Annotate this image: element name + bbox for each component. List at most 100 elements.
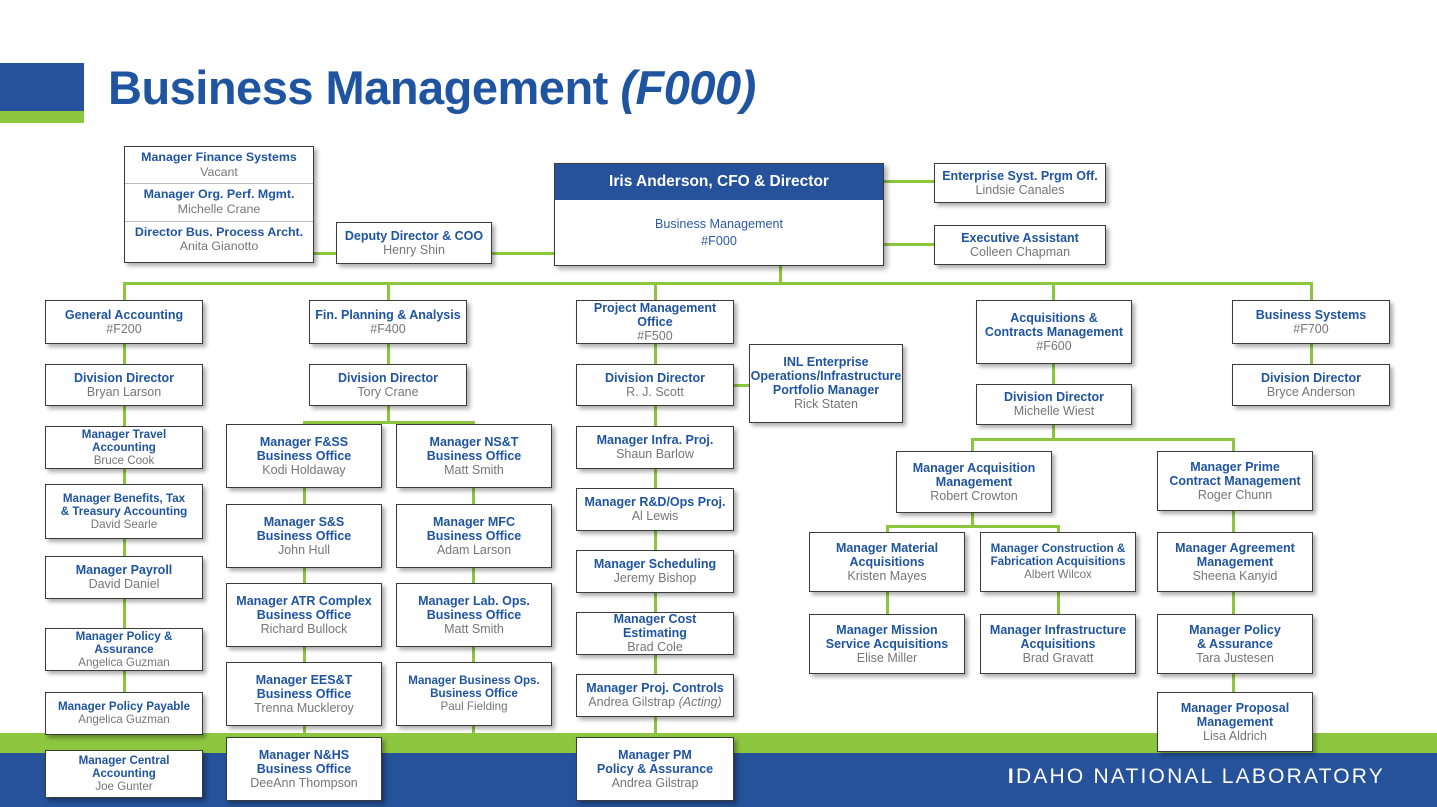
division-head-fin-planning-analysis[interactable]: Fin. Planning & Analysis #F400 <box>309 300 467 344</box>
box-title: Manager Payroll <box>75 563 173 578</box>
manager-rd-ops-proj-box[interactable]: Manager R&D/Ops Proj. Al Lewis <box>576 488 734 531</box>
box-title: Manager Infrastructure Acquisitions <box>989 622 1127 651</box>
manager-nhs-business-office-box[interactable]: Manager N&HS Business Office DeeAnn Thom… <box>226 737 382 801</box>
box-title: Manager Construction & Fabrication Acqui… <box>990 542 1126 569</box>
executive-assistant-box[interactable]: Executive Assistant Colleen Chapman <box>934 225 1106 265</box>
division-head-general-accounting[interactable]: General Accounting #F200 <box>45 300 203 344</box>
box-name-text: Andrea Gilstrap <box>588 695 676 710</box>
enterprise-syst-prgm-off-box[interactable]: Enterprise Syst. Prgm Off. Lindsie Canal… <box>934 163 1106 203</box>
stack-title: Manager Finance Systems <box>141 150 297 164</box>
manager-policy-assurance-ga-box[interactable]: Manager Policy & Assurance Angelica Guzm… <box>45 628 203 671</box>
finance-systems-group-box[interactable]: Manager Finance Systems Vacant Manager O… <box>124 146 314 263</box>
manager-cost-estimating-box[interactable]: Manager Cost Estimating Brad Cole <box>576 612 734 655</box>
connector-f600-dir-down <box>1052 424 1055 441</box>
connector-f700-chain <box>1310 344 1313 366</box>
division-head-project-management-office[interactable]: Project Management Office #F500 <box>576 300 734 344</box>
connector-root-deputy <box>489 252 555 255</box>
division-head-business-systems[interactable]: Business Systems #F700 <box>1232 300 1390 344</box>
inl-logo-rest: DAHO NATIONAL LABORATORY <box>1015 765 1385 788</box>
connector-acq-left-chain <box>886 590 889 616</box>
box-name: David Daniel <box>88 577 160 592</box>
page-title-main: Business Management <box>108 61 608 114</box>
manager-eest-business-office-box[interactable]: Manager EES&T Business Office Trenna Muc… <box>226 662 382 726</box>
deputy-director-box[interactable]: Deputy Director & COO Henry Shin <box>336 222 492 264</box>
connector-f400-head-dir <box>387 344 390 366</box>
manager-atr-complex-business-office-box[interactable]: Manager ATR Complex Business Office Rich… <box>226 583 382 647</box>
box-title: Manager Acquisition Management <box>912 460 1036 489</box>
manager-lab-ops-business-office-box[interactable]: Manager Lab. Ops. Business Office Matt S… <box>396 583 552 647</box>
manager-proj-controls-box[interactable]: Manager Proj. Controls Andrea Gilstrap (… <box>576 674 734 717</box>
root-box-business-management[interactable]: Iris Anderson, CFO & Director Business M… <box>554 163 884 266</box>
box-name: Brad Cole <box>627 640 683 655</box>
stack-title: Manager Org. Perf. Mgmt. <box>143 187 295 202</box>
box-name: Roger Chunn <box>1197 487 1273 502</box>
manager-construction-fabrication-acquisitions-box[interactable]: Manager Construction & Fabrication Acqui… <box>980 532 1136 592</box>
manager-fss-business-office-box[interactable]: Manager F&SS Business Office Kodi Holdaw… <box>226 424 382 488</box>
stack-row-bus-process-archt[interactable]: Director Bus. Process Archt. Anita Giano… <box>125 220 313 258</box>
manager-proposal-management-box[interactable]: Manager Proposal Management Lisa Aldrich <box>1157 692 1313 752</box>
manager-policy-payable-box[interactable]: Manager Policy Payable Angelica Guzman <box>45 692 203 735</box>
manager-business-ops-business-office-box[interactable]: Manager Business Ops. Business Office Pa… <box>396 662 552 726</box>
box-name: Elise Miller <box>856 650 918 665</box>
connector-drop-f500 <box>654 282 657 302</box>
connector-f400-dir-down <box>387 406 390 424</box>
box-name: Richard Bullock <box>260 621 348 636</box>
manager-prime-contract-management-box[interactable]: Manager Prime Contract Management Roger … <box>1157 451 1313 511</box>
connector-root-down <box>779 266 782 282</box>
manager-ss-business-office-box[interactable]: Manager S&S Business Office John Hull <box>226 504 382 568</box>
connector-root-staff-2 <box>883 243 935 246</box>
manager-mfc-business-office-box[interactable]: Manager MFC Business Office Adam Larson <box>396 504 552 568</box>
manager-central-accounting-box[interactable]: Manager Central Accounting Joe Gunter <box>45 750 203 798</box>
division-director-fin-planning-analysis[interactable]: Division Director Tory Crane <box>309 364 467 406</box>
manager-travel-accounting-box[interactable]: Manager Travel Accounting Bruce Cook <box>45 426 203 469</box>
inl-enterprise-portfolio-manager-box[interactable]: INL Enterprise Operations/Infrastructure… <box>749 344 903 423</box>
box-title: Manager S&S Business Office <box>256 514 352 543</box>
box-title: Manager Scheduling <box>593 557 717 572</box>
connector-deputy-financestack <box>314 252 338 255</box>
manager-infra-proj-box[interactable]: Manager Infra. Proj. Shaun Barlow <box>576 426 734 469</box>
box-name: Angelica Guzman <box>78 713 170 727</box>
manager-agreement-management-box[interactable]: Manager Agreement Management Sheena Kany… <box>1157 532 1313 592</box>
manager-nst-business-office-box[interactable]: Manager NS&T Business Office Matt Smith <box>396 424 552 488</box>
box-name: Tara Justesen <box>1196 650 1274 665</box>
manager-policy-assurance-prime-box[interactable]: Manager Policy & Assurance Tara Justesen <box>1157 614 1313 674</box>
box-code: #F400 <box>370 321 406 336</box>
connector-f600-acq-drop <box>971 438 974 452</box>
box-name: R. J. Scott <box>626 384 684 399</box>
division-director-project-management-office[interactable]: Division Director R. J. Scott <box>576 364 734 406</box>
box-code: #F200 <box>106 321 142 336</box>
box-title: Manager N&HS Business Office <box>256 747 352 776</box>
manager-benefits-tax-treasury-box[interactable]: Manager Benefits, Tax & Treasury Account… <box>45 484 203 539</box>
stack-name: Vacant <box>200 164 238 179</box>
box-title: INL Enterprise Operations/Infrastructure… <box>750 355 902 398</box>
division-director-acquisitions-contracts-management[interactable]: Division Director Michelle Wiest <box>976 384 1132 425</box>
box-title: Acquisitions & Contracts Management <box>984 310 1124 339</box>
box-name: Matt Smith <box>444 621 504 636</box>
manager-infrastructure-acquisitions-box[interactable]: Manager Infrastructure Acquisitions Brad… <box>980 614 1136 674</box>
box-title: Division Director <box>1003 390 1105 405</box>
stack-row-org-perf-mgmt[interactable]: Manager Org. Perf. Mgmt. Michelle Crane <box>125 183 313 220</box>
manager-material-acquisitions-box[interactable]: Manager Material Acquisitions Kristen Ma… <box>809 532 965 592</box>
box-title: Manager ATR Complex Business Office <box>236 593 372 622</box>
stack-row-finance-systems[interactable]: Manager Finance Systems Vacant <box>125 147 313 183</box>
division-director-business-systems[interactable]: Division Director Bryce Anderson <box>1232 364 1390 406</box>
connector-chain-f200 <box>123 344 126 764</box>
box-name: John Hull <box>277 542 331 557</box>
manager-acquisition-management-box[interactable]: Manager Acquisition Management Robert Cr… <box>896 451 1052 513</box>
division-head-acquisitions-contracts-management[interactable]: Acquisitions & Contracts Management #F60… <box>976 300 1132 364</box>
box-title: General Accounting <box>64 307 184 322</box>
box-title: Manager Infra. Proj. <box>596 433 714 448</box>
box-title: Manager Material Acquisitions <box>835 540 939 569</box>
stack-name: Anita Gianotto <box>179 239 259 254</box>
manager-pm-policy-assurance-box[interactable]: Manager PM Policy & Assurance Andrea Gil… <box>576 737 734 801</box>
division-director-general-accounting[interactable]: Division Director Bryan Larson <box>45 364 203 406</box>
connector-f600-head-dir <box>1052 364 1055 386</box>
manager-scheduling-box[interactable]: Manager Scheduling Jeremy Bishop <box>576 550 734 593</box>
box-title: Division Director <box>337 370 439 385</box>
box-name: Andrea Gilstrap (Acting) <box>588 695 721 709</box>
box-name: Matt Smith <box>444 462 504 477</box>
box-title: Manager NS&T Business Office <box>426 434 522 463</box>
manager-payroll-box[interactable]: Manager Payroll David Daniel <box>45 556 203 599</box>
manager-mission-service-acquisitions-box[interactable]: Manager Mission Service Acquisitions Eli… <box>809 614 965 674</box>
box-title: Manager Travel Accounting <box>81 427 167 454</box>
